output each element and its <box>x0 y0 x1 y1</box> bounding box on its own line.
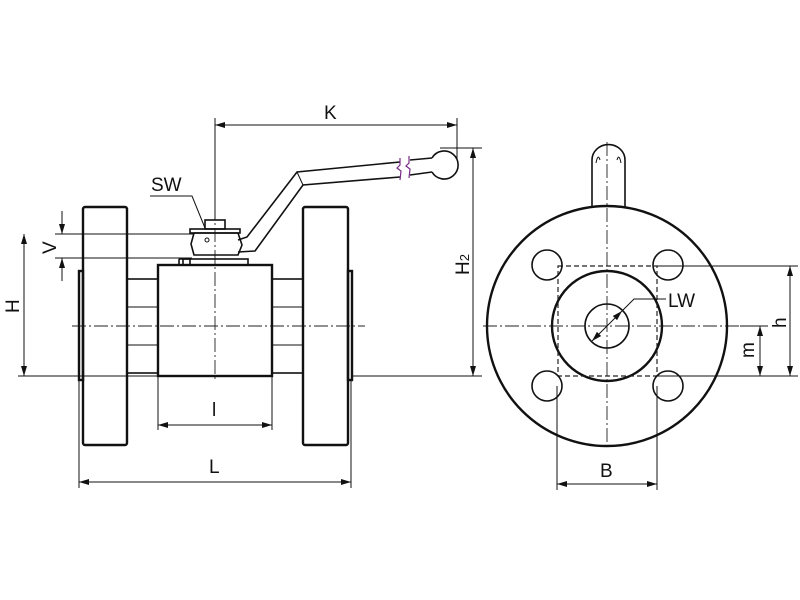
break-mark <box>396 158 402 181</box>
gland-housing <box>190 232 243 256</box>
dimension-H2: H2 <box>352 147 482 377</box>
stop-screw <box>178 258 191 266</box>
dimension-K: K <box>214 103 458 220</box>
top-plate <box>182 258 249 266</box>
bolt-hole <box>652 249 684 281</box>
handle-end-view <box>591 143 626 208</box>
dimension-L: L <box>78 380 352 488</box>
bolt-hole <box>652 370 684 402</box>
dim-label-L: L <box>209 457 220 478</box>
dim-label-LW: LW <box>668 291 695 312</box>
dimension-H: H <box>3 234 158 377</box>
bolt-hole <box>531 249 563 281</box>
dimension-l: l <box>157 376 273 430</box>
dimension-m: m <box>738 325 768 376</box>
handle-ball-end <box>431 150 459 180</box>
dim-label-V: V <box>40 241 61 254</box>
end-view <box>483 142 740 450</box>
flange-outline <box>485 204 729 448</box>
dimension-B: B <box>556 386 658 490</box>
bore-circle <box>584 303 630 349</box>
raised-face-circle <box>550 269 664 383</box>
dim-label-l: l <box>212 400 216 421</box>
bolt-pattern <box>557 265 658 377</box>
right-raised-face <box>346 269 354 382</box>
dimension-SW: SW <box>150 175 206 229</box>
dim-label-B: B <box>600 461 613 482</box>
dim-label-H: H <box>3 299 24 313</box>
break-mark <box>405 156 411 179</box>
dim-label-K: K <box>324 103 337 124</box>
side-view <box>72 118 459 447</box>
dim-label-h: h <box>770 317 791 328</box>
dimension-LW: LW <box>591 291 695 342</box>
left-raised-face <box>77 269 85 382</box>
dim-label-m: m <box>738 342 759 358</box>
gland-detail <box>204 237 210 243</box>
bolt-hole <box>531 370 563 402</box>
dimension-h: h <box>657 265 798 377</box>
dim-label-SW: SW <box>151 175 182 196</box>
dim-label-H2: H2 <box>453 254 474 275</box>
dimension-V: V <box>40 211 194 281</box>
lever-handle <box>237 150 459 253</box>
